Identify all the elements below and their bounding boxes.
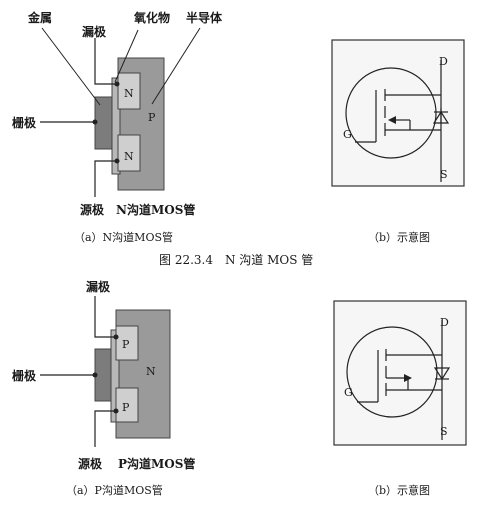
label-oxide: 氧化物 [133, 10, 170, 25]
drain-region [117, 72, 141, 110]
metal-gate [94, 96, 113, 150]
caption-a-top: （a）N沟道MOS管 [74, 230, 173, 244]
n-channel-cross-section: N N P [40, 27, 201, 197]
diagram-stroke [404, 374, 412, 382]
caption-b-bottom: （b）示意图 [368, 483, 430, 497]
source-lead [94, 160, 118, 197]
source-dot-p [113, 408, 119, 414]
caption-b-top: （b）示意图 [368, 230, 430, 244]
source-region-p [115, 387, 139, 423]
label-drain-p: 漏极 [86, 279, 111, 294]
symbol-d-top: D [439, 55, 448, 68]
label-device-p: P沟道MOS管 [118, 456, 195, 471]
gate-dot [92, 119, 98, 125]
metal-pointer [41, 27, 101, 106]
drain-lead-p [94, 296, 116, 338]
semiconductor-pointer [151, 27, 201, 105]
drain-region-p [115, 325, 139, 361]
label-drain: 漏极 [82, 24, 107, 39]
symbol-circle [345, 67, 437, 159]
source-lead-p [94, 410, 116, 447]
symbol-g-bottom: G [344, 386, 353, 399]
symbol-d-bottom: D [440, 316, 449, 329]
diagram-stroke [433, 367, 451, 381]
region-p-drain: P [122, 338, 130, 351]
region-n-drain: N [124, 87, 134, 100]
label-gate-p: 栅极 [12, 368, 37, 383]
drain-dot-p [113, 334, 119, 340]
source-dot [114, 158, 120, 164]
drain-dot [114, 81, 120, 87]
label-source-p: 源极 [78, 456, 103, 471]
label-metal: 金属 [27, 10, 52, 25]
diagram-stroke [388, 116, 396, 124]
drain-lead [94, 38, 118, 85]
label-semiconductor: 半导体 [186, 10, 223, 25]
n-channel-symbol [331, 39, 465, 187]
label-gate: 栅极 [12, 115, 37, 130]
p-channel-cross-section: P P N [40, 296, 171, 447]
region-n-source: N [124, 150, 134, 163]
symbol-s-bottom: S [440, 425, 448, 438]
figure-caption: 图 22.3.4 N 沟道 MOS 管 [159, 252, 313, 267]
label-device: N沟道MOS管 [116, 202, 195, 217]
caption-a-bottom: （a）P沟道MOS管 [66, 483, 163, 497]
region-p-substrate: P [148, 111, 156, 124]
symbol-frame-p [333, 300, 467, 446]
region-p-source: P [122, 401, 130, 414]
label-source: 源极 [80, 202, 105, 217]
p-channel-symbol [333, 300, 467, 446]
symbol-g-top: G [343, 128, 352, 141]
symbol-s-top: S [440, 168, 448, 181]
gate-dot-p [92, 372, 98, 378]
source-region [117, 134, 141, 172]
oxide-pointer [114, 29, 139, 83]
region-n-substrate: N [146, 365, 156, 378]
